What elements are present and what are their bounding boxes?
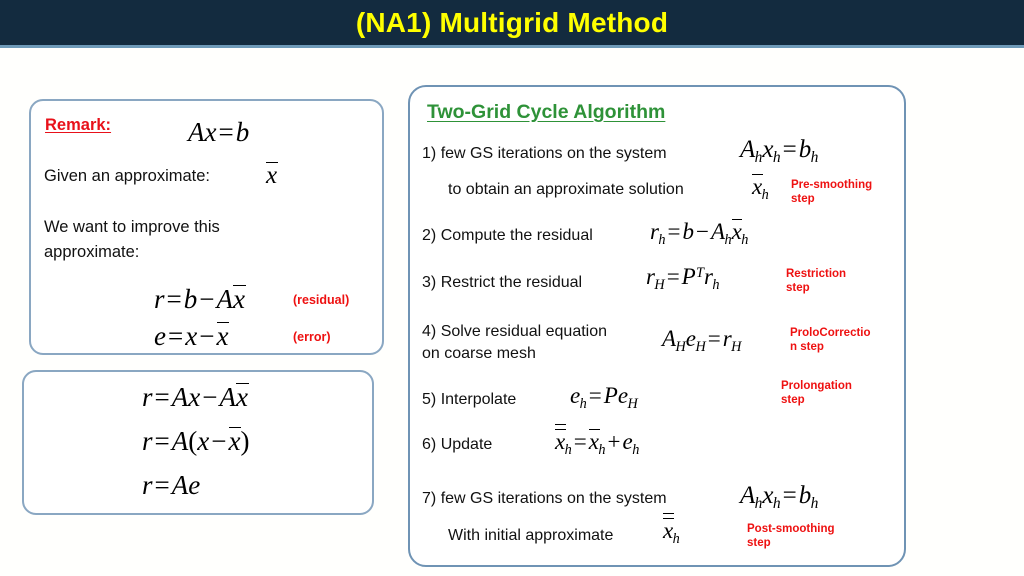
step-1-row: 1) few GS iterations on the system <box>422 145 667 163</box>
step-1-subtext: to obtain an approximate solution <box>448 181 684 198</box>
remark-label: Remark: <box>45 116 112 134</box>
step-4-text: Solve residual equation <box>440 323 608 340</box>
step-5-text: Interpolate <box>440 391 517 408</box>
step-1-note-line-1: Pre-smoothing <box>791 179 873 191</box>
step-7-note-line-2: step <box>747 536 771 549</box>
error-tag: (error) <box>293 330 331 344</box>
step-5-number: 5) <box>422 391 437 408</box>
step-7-note-line-1: Post-smoothing <box>747 523 835 535</box>
step-5-equation: eh=PeH <box>570 383 638 412</box>
step-4-number: 4) <box>422 323 437 340</box>
step-2-row: 2) Compute the residual <box>422 227 593 245</box>
step-2-number: 2) <box>422 227 437 244</box>
step-7-text: few GS iterations on the system <box>440 490 667 507</box>
equation-error: e=x−x <box>154 321 230 351</box>
step-5-row: 5) Interpolate <box>422 391 516 409</box>
step-7-number: 7) <box>422 490 437 507</box>
symbol-x-bar: x <box>266 162 278 189</box>
step-5-note-line-2: step <box>781 393 805 406</box>
equation-ax-b: Ax=b <box>188 117 250 147</box>
step-3-text: Restrict the residual <box>440 274 583 291</box>
residual-tag: (residual) <box>293 293 350 307</box>
step-7-subtext: With initial approximate <box>448 527 614 544</box>
given-approximate-label: Given an approximate: <box>44 167 211 185</box>
step-1-text: few GS iterations on the system <box>440 145 667 162</box>
derivation-equation-3: r=Ae <box>142 470 201 500</box>
step-3-note: Restriction step <box>786 268 896 296</box>
step-4-note: ProloCorrectio n step <box>790 327 908 355</box>
step-5-note: Prolongation step <box>781 380 896 408</box>
step-6-text: Update <box>440 436 493 453</box>
step-3-note-line-2: step <box>786 281 810 294</box>
page-title: (NA1) Multigrid Method <box>355 6 669 38</box>
step-6-row: 6) Update <box>422 436 492 454</box>
step-7-row: 7) few GS iterations on the system <box>422 490 667 508</box>
step-1-note-line-2: step <box>791 192 815 205</box>
step-4-note-line-1: ProloCorrectio <box>790 327 871 339</box>
algorithm-heading: Two-Grid Cycle Algorithm <box>427 101 666 123</box>
step-7-sub-equation: xh <box>663 513 680 547</box>
algorithm-panel: Two-Grid Cycle Algorithm 1) few GS itera… <box>408 85 906 567</box>
step-3-row: 3) Restrict the residual <box>422 274 582 292</box>
slide-title-bar: (NA1) Multigrid Method <box>0 0 1024 48</box>
step-2-equation: rh=b−Ahxh <box>650 219 749 248</box>
step-3-note-line-1: Restriction <box>786 268 847 280</box>
step-2-text: Compute the residual <box>440 227 593 244</box>
equation-residual: r=b−Ax <box>154 284 246 314</box>
step-1-sub-equation: xh <box>752 174 769 203</box>
improve-line-1: We want to improve this <box>44 218 220 236</box>
step-3-equation: rH=PTrh <box>646 264 720 293</box>
step-4-equation: AHeH=rH <box>662 326 742 355</box>
step-5-note-line-1: Prolongation <box>781 380 852 392</box>
step-1-note: Pre-smoothing step <box>791 179 901 207</box>
step-7-equation: Ahxh=bh <box>740 482 819 512</box>
derivation-equation-2: r=A(x−x) <box>142 426 250 456</box>
step-3-number: 3) <box>422 274 437 291</box>
step-6-equation: xh=xh+eh <box>555 424 640 458</box>
step-1-number: 1) <box>422 145 437 162</box>
step-4-row: 4) Solve residual equation <box>422 323 607 341</box>
step-6-number: 6) <box>422 436 437 453</box>
improve-line-2: approximate: <box>44 243 140 261</box>
derivation-panel: r=Ax−Ax r=A(x−x) r=Ae <box>22 370 374 515</box>
step-7-note: Post-smoothing step <box>747 523 867 551</box>
step-1-equation: Ahxh=bh <box>740 136 819 166</box>
step-4-note-line-2: n step <box>790 340 824 353</box>
derivation-equation-1: r=Ax−Ax <box>142 382 249 412</box>
step-4-text-line-2: on coarse mesh <box>422 345 536 362</box>
remark-panel: Remark: Ax=b Given an approximate: x We … <box>29 99 384 355</box>
